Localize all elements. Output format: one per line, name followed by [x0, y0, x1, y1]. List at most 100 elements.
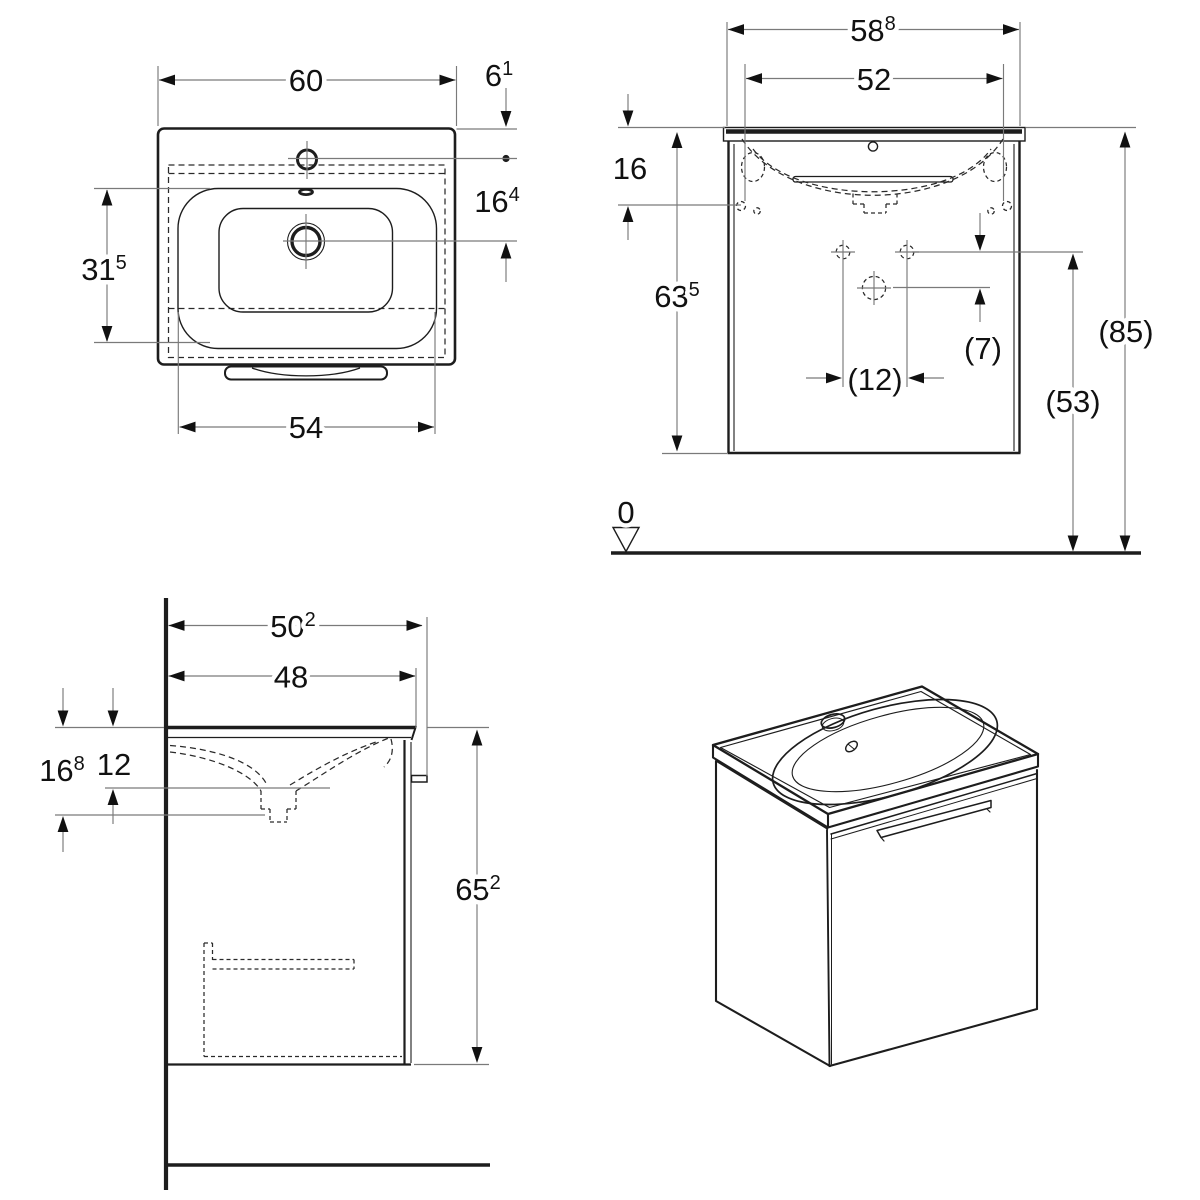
arrowhead-icon: [622, 110, 634, 127]
overflow-mark-3d: [847, 743, 855, 750]
bowl-inner: [218, 207, 394, 313]
overflow-slot: [298, 187, 314, 196]
arrowhead-icon: [399, 670, 416, 682]
arrowhead-icon: [101, 189, 113, 206]
arrowhead-icon: [1119, 131, 1131, 148]
door-top-gap: [830, 778, 1038, 840]
arrowhead-icon: [168, 620, 185, 631]
arrowhead-icon: [179, 421, 196, 433]
bowl-profile-outer: [169, 751, 262, 792]
bowl-inner-3d: [791, 706, 985, 793]
arrowhead-icon: [471, 1047, 483, 1063]
dim-front-basin-height: 16: [613, 151, 647, 186]
dim-plan-width: 60: [289, 63, 323, 98]
arrowhead-icon: [57, 710, 69, 727]
arrowhead-icon: [101, 326, 113, 342]
dim-plan-tap-drain: 164: [474, 184, 520, 219]
arrowhead-icon: [168, 670, 185, 682]
bowl-profile-right: [295, 736, 391, 792]
arrowhead-icon: [974, 288, 986, 305]
handle-standoff-right: [986, 808, 991, 813]
dimension-arrows: [57, 24, 1131, 1063]
arrowhead-icon: [728, 24, 744, 35]
bracket-hidden-right: [982, 151, 1008, 183]
arrowhead-icon: [471, 729, 483, 746]
arrowhead-icon: [986, 73, 1003, 84]
door-bottom-edge: [828, 1007, 1039, 1068]
door-top-edge: [830, 772, 1038, 835]
arrowhead-icon: [500, 242, 512, 259]
arrowhead-icon: [671, 132, 683, 148]
bowl-hidden-outer: [741, 138, 1004, 196]
dim-front-hole-offset: (7): [964, 331, 1002, 366]
dim-front-hole-spacing: (12): [847, 362, 902, 397]
anchor-hole-left: [735, 200, 747, 212]
anchor-hole-right-small: [987, 207, 995, 215]
dim-front-cabinet-height: 635: [654, 279, 700, 314]
arrowhead-icon: [974, 235, 986, 251]
dimension-labels: 60 61 164 315 54 588 52 16 635 (12) (7) …: [35, 9, 1158, 912]
tap-hole-depth-3d: [821, 717, 845, 732]
front-view: [611, 126, 1141, 555]
front-trim-curve: [251, 367, 361, 377]
bowl-profile-right-inner: [289, 741, 377, 786]
arrowhead-icon: [622, 206, 634, 222]
dim-side-cabinet-height: 652: [455, 872, 501, 907]
arrowhead-icon: [418, 421, 434, 433]
bowl-hidden-inner: [752, 148, 992, 193]
arrowhead-icon: [746, 73, 762, 84]
bowl-front-hook: [383, 738, 393, 768]
dim-front-fixing-width: 52: [857, 62, 891, 97]
dim-side-basin-depth: 48: [274, 660, 308, 695]
handle-side: [410, 774, 428, 783]
arrowhead-icon: [1003, 24, 1019, 35]
bowl-profile-inner: [169, 744, 268, 786]
arrowhead-icon: [1119, 535, 1131, 552]
dim-plan-tap-offset: 61: [485, 58, 513, 93]
bowl-outer: [177, 187, 438, 350]
arrowhead-icon: [107, 789, 119, 805]
dim-front-height-85: (85): [1098, 314, 1153, 349]
overflow-3d: [844, 740, 859, 753]
arrowhead-icon: [57, 816, 69, 832]
arrowhead-icon: [908, 372, 924, 384]
bowl-hidden-profile: [169, 736, 393, 792]
door-left-edge: [826, 829, 831, 1066]
tap-hole-front: [867, 141, 879, 152]
arrowhead-icon: [159, 74, 175, 86]
dim-plan-bowl-width: 54: [289, 410, 323, 445]
arrowhead-icon: [439, 74, 456, 86]
anchor-hole-right: [1001, 200, 1013, 212]
perspective-view: [711, 685, 1040, 1068]
tap-hole-3d: [820, 713, 846, 729]
plan-view: [156, 127, 510, 381]
plan-cabinet-hidden-outline: [167, 164, 446, 359]
anchor-hole-left-small: [753, 207, 761, 215]
arrowhead-icon: [500, 111, 512, 127]
datum-triangle-icon: [611, 526, 641, 553]
side-view: [163, 598, 490, 1190]
dim-side-front-drop: 168: [39, 753, 85, 788]
front-trim: [224, 365, 388, 381]
dim-front-total-width: 588: [850, 13, 896, 48]
hidden-detail-lines: [203, 193, 898, 1058]
dim-plan-bowl-depth: 315: [81, 252, 127, 287]
cabinet-left-top-edge: [715, 760, 829, 830]
dim-front-height-53: (53): [1045, 384, 1100, 419]
slab-side-faces: [711, 743, 1040, 829]
arrowhead-icon: [826, 372, 842, 384]
door-handle-3d: [876, 799, 992, 839]
basin-outline: [156, 127, 457, 366]
dim-side-total-depth: 502: [270, 609, 316, 644]
arrowhead-icon: [107, 710, 119, 727]
cabinet-hidden-rect: [167, 164, 446, 359]
dimension-lines: [55, 22, 1136, 1066]
cabinet-left-panel: [714, 759, 832, 1068]
dim-front-datum: 0: [617, 495, 634, 530]
basin-front-edge: [410, 725, 417, 741]
arrowhead-icon: [1067, 535, 1079, 552]
overflow-slot-front: [792, 175, 954, 183]
dim-side-rim-drop: 12: [97, 747, 131, 782]
